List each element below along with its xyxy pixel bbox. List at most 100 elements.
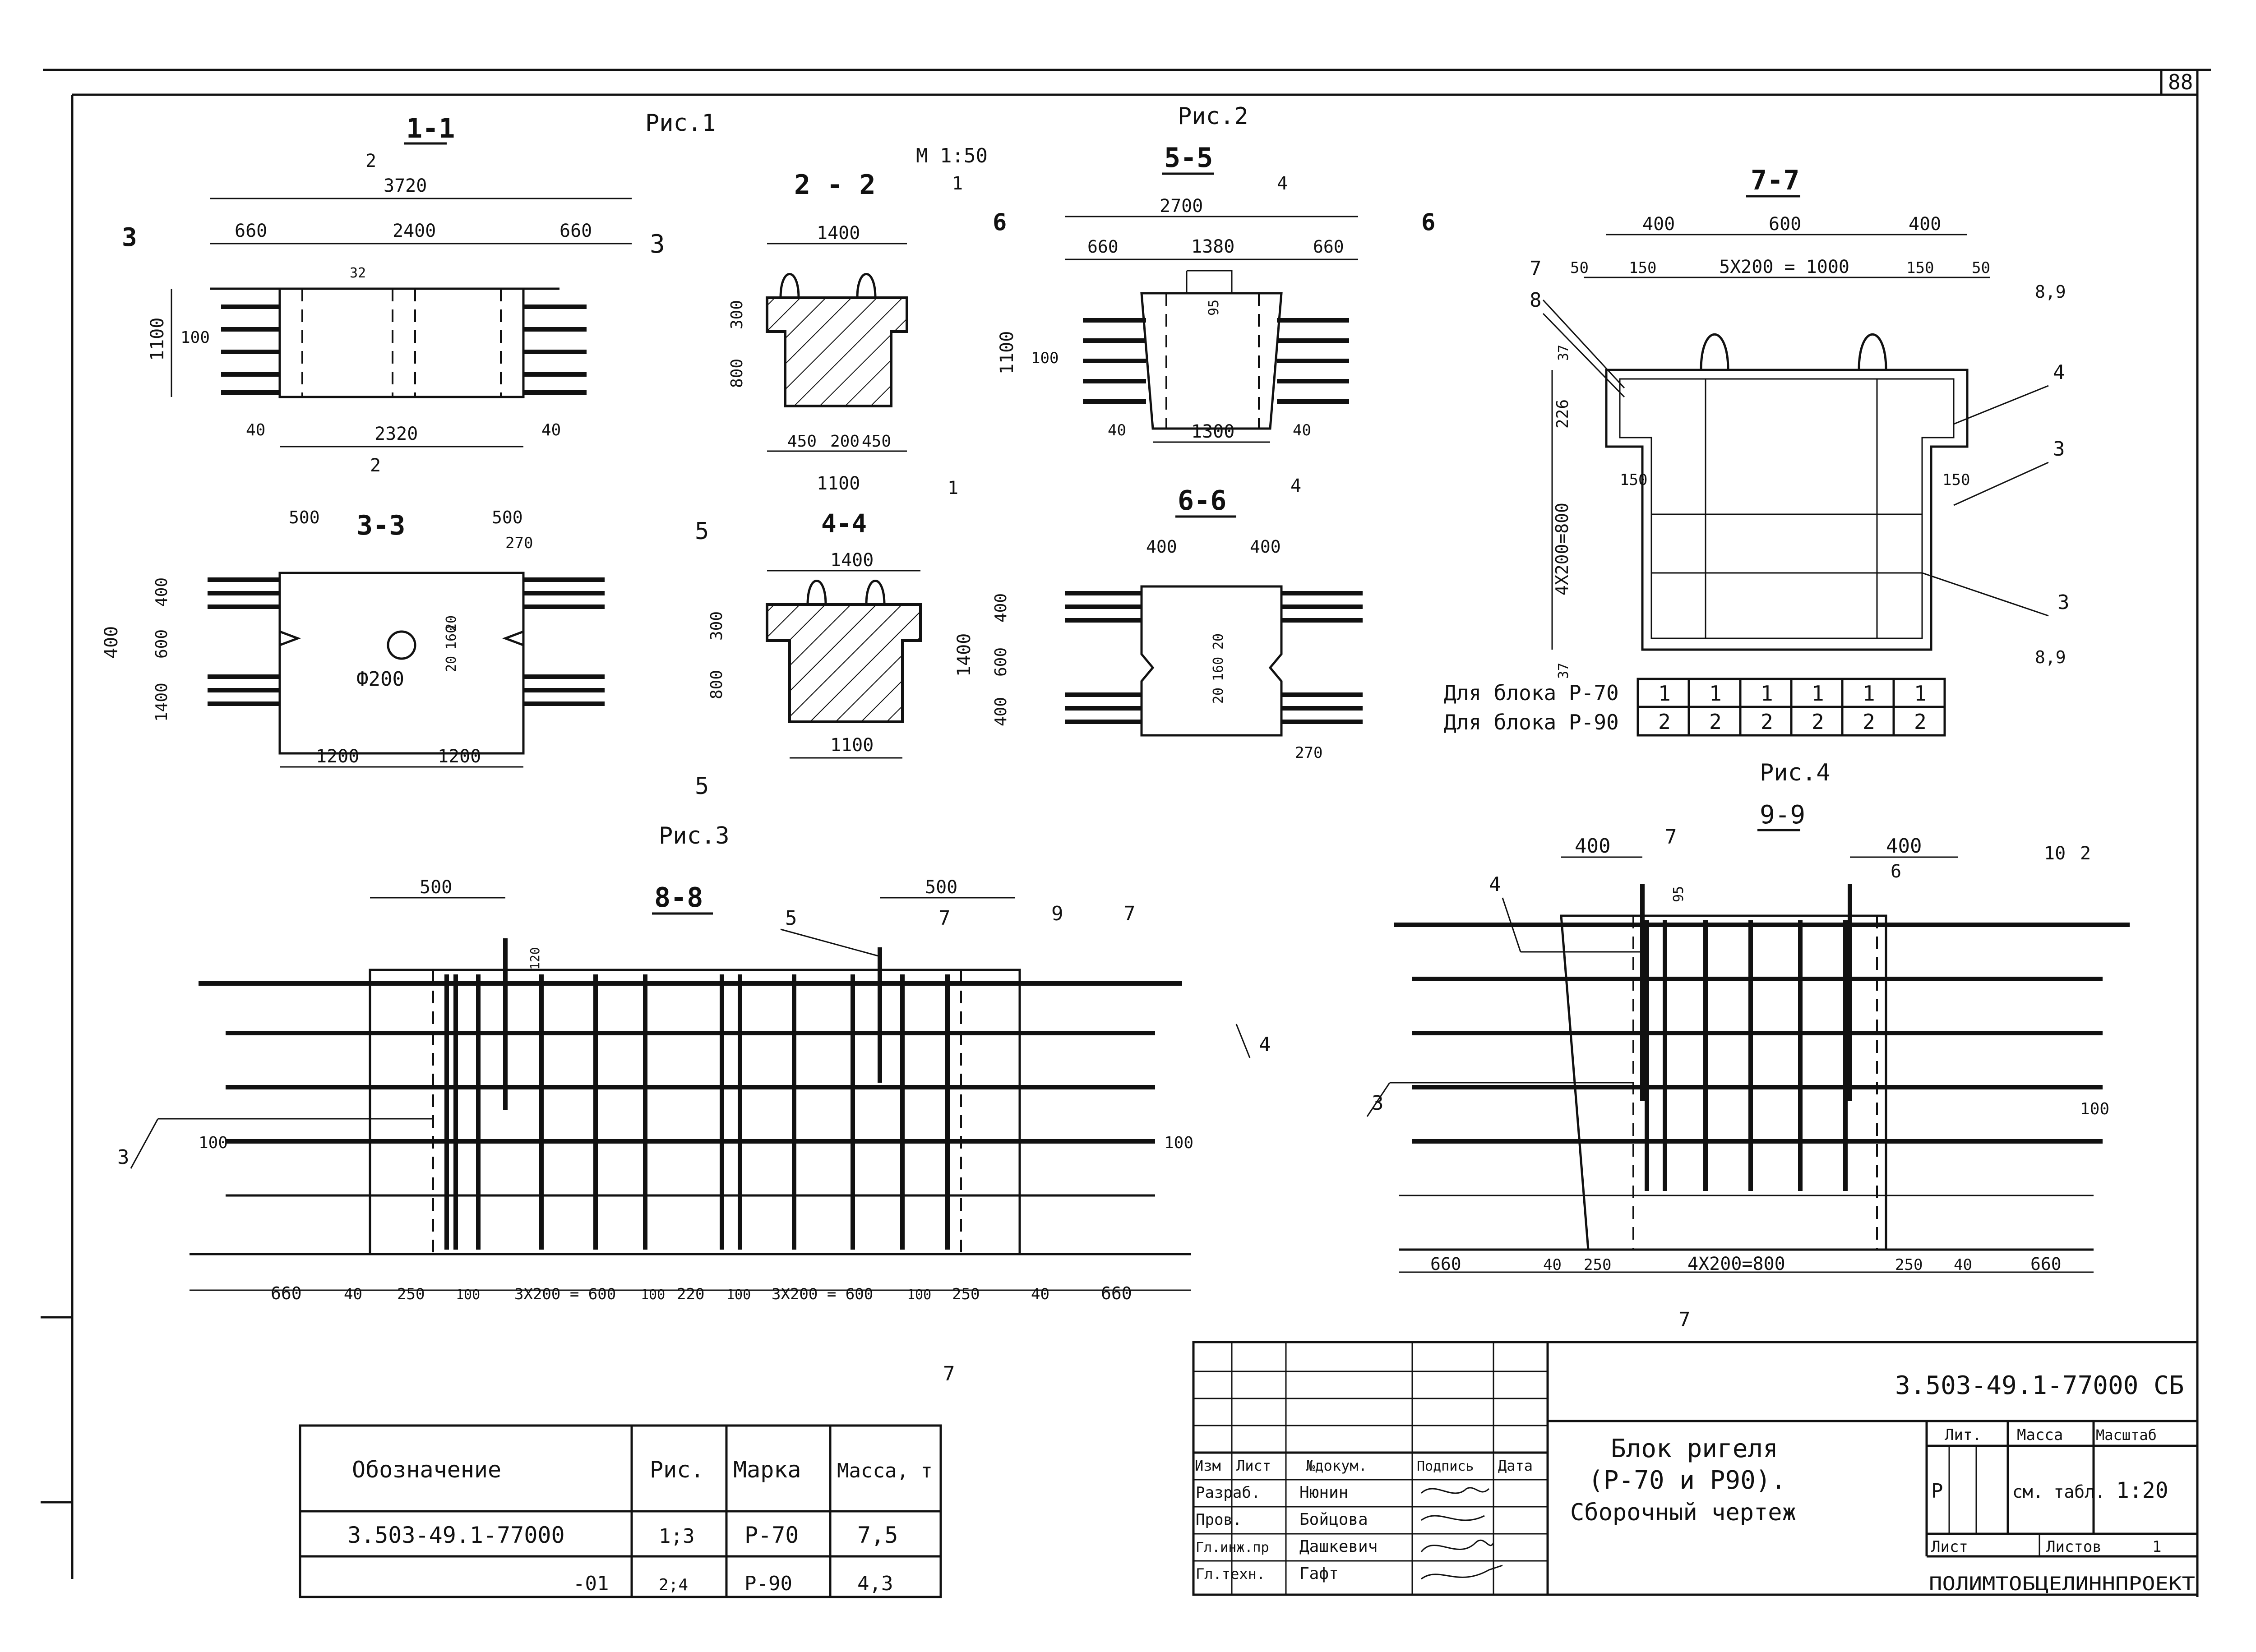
svg-text:3720: 3720 — [384, 175, 427, 196]
section-5-5: 5-5 2700 660 1380 660 1100 95 100 40 — [993, 142, 1435, 496]
svg-text:1400: 1400 — [817, 223, 860, 244]
svg-text:6: 6 — [1421, 209, 1435, 236]
svg-text:1400: 1400 — [954, 633, 975, 677]
svg-text:Р-90: Р-90 — [744, 1572, 792, 1595]
svg-text:2;4: 2;4 — [659, 1576, 688, 1594]
rebar-left — [1083, 318, 1146, 404]
svg-text:660: 660 — [1087, 237, 1119, 257]
svg-text:400: 400 — [1250, 537, 1281, 557]
svg-text:1: 1 — [1709, 681, 1722, 706]
svg-text:95: 95 — [1671, 886, 1687, 902]
section-7-7: 7-7 400 600 400 50 150 5Х200 = 1000 150 … — [1530, 165, 2070, 679]
svg-text:40: 40 — [541, 421, 561, 439]
svg-text:5: 5 — [785, 907, 797, 930]
svg-text:270: 270 — [505, 534, 533, 552]
svg-text:1100: 1100 — [830, 735, 874, 756]
section-4-4: 4-4 1400 300 800 1100 5 5 — [695, 509, 922, 800]
svg-text:8: 8 — [1530, 289, 1542, 312]
block-table: Для блока Р-70 Для блока Р-90 1 1 1 1 1 … — [1444, 678, 1946, 737]
svg-text:600: 600 — [153, 629, 171, 659]
svg-text:2: 2 — [1658, 710, 1671, 734]
rebar-right — [1281, 591, 1363, 724]
header-mark: Марка — [733, 1457, 801, 1483]
svg-text:2: 2 — [365, 151, 376, 171]
svg-text:20: 20 — [1211, 688, 1226, 704]
svg-text:1400: 1400 — [153, 683, 171, 722]
svg-text:Р-70: Р-70 — [744, 1522, 799, 1548]
svg-text:400: 400 — [1575, 835, 1610, 858]
svg-text:8,9: 8,9 — [2035, 647, 2066, 667]
sheet-number: 88 — [2168, 70, 2193, 94]
title-line-2: (Р-70 и Р90). — [1588, 1466, 1786, 1495]
svg-text:150: 150 — [1906, 259, 1934, 277]
svg-text:2700: 2700 — [1160, 196, 1203, 217]
svg-text:120: 120 — [527, 947, 542, 970]
svg-text:1: 1 — [948, 478, 958, 498]
svg-text:500: 500 — [925, 877, 957, 898]
svg-text:5: 5 — [695, 773, 709, 800]
svg-text:Масштаб: Масштаб — [2096, 1426, 2157, 1444]
svg-text:7: 7 — [943, 1362, 955, 1385]
svg-text:500: 500 — [492, 508, 523, 527]
section-title: 3-3 — [356, 510, 405, 541]
sheet-frame: 88 — [41, 69, 2211, 1597]
svg-text:1: 1 — [2152, 1538, 2161, 1556]
svg-text:2400: 2400 — [393, 221, 436, 241]
svg-text:40: 40 — [1954, 1256, 1972, 1274]
stirrups — [1645, 920, 1848, 1191]
svg-text:300: 300 — [728, 300, 746, 329]
svg-text:2: 2 — [1761, 710, 1773, 734]
svg-text:Гафт: Гафт — [1299, 1564, 1339, 1583]
svg-text:500: 500 — [289, 508, 320, 527]
fig2-label: Рис.2 — [1178, 103, 1248, 130]
revision-grid — [1193, 1342, 1548, 1595]
svg-text:400: 400 — [101, 626, 122, 659]
svg-text:40: 40 — [246, 421, 265, 439]
fig3-label: Рис.3 — [659, 822, 730, 849]
svg-text:7,5: 7,5 — [857, 1522, 898, 1548]
svg-text:1: 1 — [1812, 681, 1824, 706]
rebar-left — [208, 577, 280, 706]
svg-text:1100: 1100 — [147, 318, 168, 361]
svg-text:400: 400 — [1909, 214, 1941, 235]
spec-table: Обозначение Рис. Марка Масса, т 3.503-49… — [299, 1424, 942, 1598]
svg-text:1400: 1400 — [830, 550, 874, 571]
section-3-3: 3-3 500 500 270 400 600 400 1400 20 — [101, 508, 605, 768]
svg-text:400: 400 — [992, 593, 1010, 623]
svg-text:7: 7 — [1530, 257, 1542, 280]
svg-text:600: 600 — [1769, 214, 1801, 235]
svg-text:4: 4 — [1290, 475, 1301, 496]
svg-text:7: 7 — [1123, 902, 1136, 925]
svg-text:400: 400 — [153, 577, 171, 607]
svg-text:226: 226 — [1553, 399, 1572, 429]
svg-text:см. табл.: см. табл. — [2012, 1482, 2105, 1502]
svg-text:2320: 2320 — [374, 424, 418, 444]
svg-text:40: 40 — [1293, 421, 1311, 439]
svg-text:Лист: Лист — [1931, 1538, 1968, 1556]
svg-text:450: 450 — [862, 432, 891, 451]
svg-text:2: 2 — [2080, 843, 2091, 864]
svg-text:Ф200: Ф200 — [356, 668, 404, 691]
svg-text:6: 6 — [1891, 861, 1901, 882]
svg-text:50: 50 — [1570, 259, 1589, 277]
svg-text:160: 160 — [1211, 657, 1226, 681]
svg-text:270: 270 — [1295, 744, 1322, 762]
rebar-right — [1277, 318, 1349, 404]
svg-text:2: 2 — [1863, 710, 1875, 734]
row-label: Для блока Р-70 — [1444, 681, 1619, 705]
svg-text:2: 2 — [1914, 710, 1927, 734]
svg-text:250: 250 — [397, 1285, 425, 1303]
svg-text:100: 100 — [199, 1134, 228, 1152]
section-9-9: 9-9 400 400 95 100 660 4 — [1366, 800, 2130, 1331]
svg-text:100: 100 — [641, 1287, 665, 1303]
svg-text:100: 100 — [907, 1287, 931, 1303]
svg-text:100: 100 — [456, 1287, 480, 1303]
svg-text:250: 250 — [1895, 1256, 1923, 1274]
header-designation: Обозначение — [352, 1457, 501, 1483]
svg-text:37: 37 — [1556, 345, 1572, 361]
fig4-label: Рис.4 — [1760, 759, 1831, 786]
svg-text:6: 6 — [993, 209, 1007, 236]
svg-text:3: 3 — [2053, 438, 2065, 461]
svg-text:1200: 1200 — [438, 746, 481, 767]
